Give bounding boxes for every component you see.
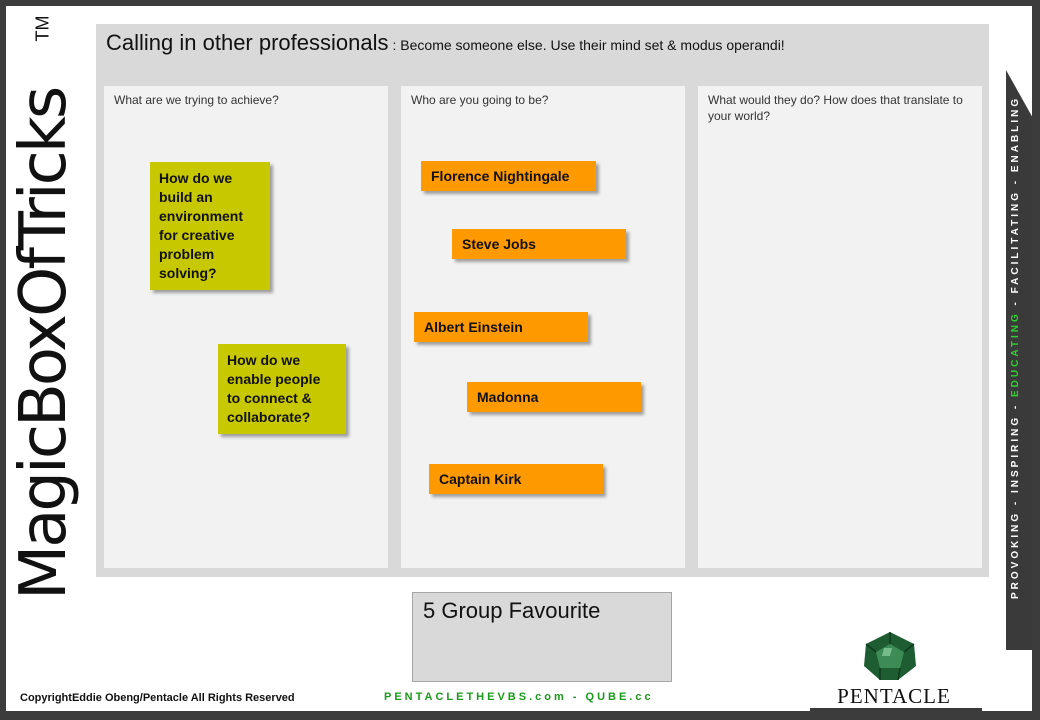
page-title: Calling in other professionals [106,30,389,55]
website-link[interactable]: PENTACLETHEVBS.com - QUBE.cc [384,691,654,703]
column-who: Who are you going to be? Florence Nighti… [401,86,685,568]
sticky-note-persona[interactable]: Albert Einstein [414,312,588,342]
column-translate: What would they do? How does that transl… [698,86,982,568]
tagline-part: - FACILITATING - ENABLING [1010,95,1021,312]
column-achieve: What are we trying to achieve? How do we… [104,86,388,568]
canvas-board: Calling in other professionals: Become s… [96,24,989,577]
column-label: What would they do? How does that transl… [708,93,963,123]
group-favourite-box[interactable]: 5 Group Favourite [412,592,672,682]
tagline-highlight: EDUCATING [1010,311,1021,397]
logo-underline [810,708,982,711]
tagline-part: PROVOKING - INSPIRING - [1010,396,1021,599]
sticky-note-persona[interactable]: Madonna [467,382,641,412]
trademark-mark: TM [32,15,53,42]
brand-wordmark: MagicBoxOfTricks [7,88,81,600]
header: Calling in other professionals: Become s… [106,30,785,56]
sticky-note-goal[interactable]: How do we build an environment for creat… [150,162,270,290]
group-favourite-label: 5 Group Favourite [423,598,601,623]
logo-wordmark: PENTACLE [837,684,951,708]
column-label: Who are you going to be? [411,93,549,107]
tagline: PROVOKING - INSPIRING - EDUCATING - FACI… [1006,95,1026,599]
copyright-notice: CopyrightEddie Obeng/Pentacle All Rights… [20,692,295,704]
sticky-note-persona[interactable]: Florence Nightingale [421,161,596,191]
sticky-note-persona[interactable]: Steve Jobs [452,229,626,259]
column-label: What are we trying to achieve? [114,93,279,107]
page-subtitle: : Become someone else. Use their mind se… [392,37,785,53]
right-ribbon [1006,70,1032,650]
sticky-note-goal[interactable]: How do we enable people to connect & col… [218,344,346,434]
slide: MagicBoxOfTricks TM Calling in other pro… [6,6,1032,711]
dodecahedron-icon [864,632,916,681]
sticky-note-persona[interactable]: Captain Kirk [429,464,603,494]
